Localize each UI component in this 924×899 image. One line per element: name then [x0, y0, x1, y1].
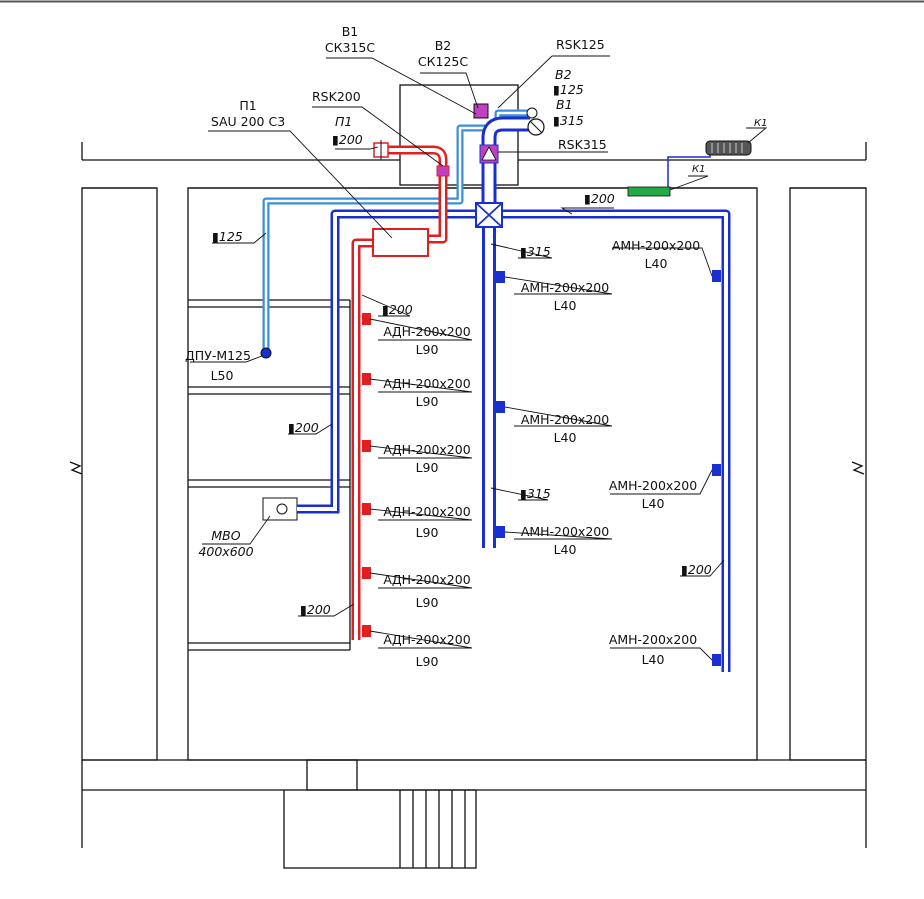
- dpu-diffuser-icon: [260, 347, 272, 359]
- amn-label: АМН-200x200: [609, 632, 697, 647]
- k1-outdoor-unit-icon: [705, 140, 752, 156]
- k1-indoor-unit-icon: [627, 186, 671, 197]
- label-d200-right: ▮200: [681, 562, 712, 577]
- adn-grille-icon: [362, 503, 371, 515]
- supply-duct-p1: [351, 140, 450, 640]
- amn-grille-icon: [496, 401, 505, 413]
- adn-length: L90: [416, 654, 439, 669]
- label-b2-valve: СК125С: [418, 54, 468, 69]
- label-b1-valve: СК315С: [325, 40, 375, 55]
- adn-label: АДН-200x200: [383, 504, 470, 519]
- label-d125-top: ▮125: [553, 82, 584, 97]
- adn-grille-icon: [362, 567, 371, 579]
- amn-label: АМН-200x200: [521, 280, 609, 295]
- adn-length: L90: [416, 595, 439, 610]
- valve-b2-icon: [473, 103, 489, 119]
- label-b1-small: В1: [556, 97, 573, 112]
- b2-outlet-icon: [526, 107, 538, 119]
- amn-label: АМН-200x200: [521, 524, 609, 539]
- label-p1: П1: [239, 98, 256, 113]
- labels: В1 СК315С В2 СК125С RSK125 В2 ▮125 В1 ▮3…: [185, 24, 767, 669]
- amn-length: L40: [554, 298, 577, 313]
- amn-length: L40: [554, 542, 577, 557]
- label-k1-top: К1: [754, 118, 767, 129]
- label-rsk125: RSK125: [556, 37, 605, 52]
- adn-label: АДН-200x200: [383, 376, 470, 391]
- label-k1-mid: К1: [692, 164, 705, 175]
- label-b2-small: В2: [555, 67, 572, 82]
- label-d125-left: ▮125: [212, 229, 243, 244]
- adn-length: L90: [416, 525, 439, 540]
- adn-label: АДН-200x200: [383, 632, 470, 647]
- label-rsk200: RSK200: [312, 89, 361, 104]
- adn-grille-icon: [362, 373, 371, 385]
- label-b2: В2: [435, 38, 452, 53]
- label-d200-red-low: ▮200: [300, 602, 331, 617]
- amn-label: АМН-200x200: [612, 238, 700, 253]
- label-d200-topright: ▮200: [584, 191, 615, 206]
- adn-grille-icon: [362, 313, 371, 325]
- amn-label: АМН-200x200: [521, 412, 609, 427]
- amn-grille-icon: [496, 526, 505, 538]
- adn-label: АДН-200x200: [383, 572, 470, 587]
- ac-k1: [627, 140, 752, 197]
- label-b1: В1: [342, 24, 359, 39]
- building-walls: [69, 84, 867, 869]
- label-p1-small: П1: [335, 114, 352, 129]
- label-d315-top: ▮315: [553, 113, 584, 128]
- adn-grille-icon: [362, 625, 371, 637]
- label-dpu: ДПУ-М125: [185, 348, 251, 363]
- label-d200-p1: ▮200: [332, 132, 363, 147]
- exhaust-duct-b2: [260, 103, 538, 359]
- amn-label: АМН-200x200: [609, 478, 697, 493]
- amn-grille-icon: [496, 271, 505, 283]
- adn-length: L90: [416, 394, 439, 409]
- exhaust-duct-b1: [262, 116, 731, 672]
- amn-length: L40: [642, 496, 665, 511]
- amn-grille-icon: [712, 270, 721, 282]
- label-mvo: МВО: [211, 528, 240, 543]
- amn-grille-icon: [712, 654, 721, 666]
- label-d315-b: ▮315: [520, 486, 551, 501]
- adn-label: АДН-200x200: [383, 442, 470, 457]
- leader-lines: [190, 55, 768, 661]
- adn-grille-icon: [362, 440, 371, 452]
- label-rsk315: RSK315: [558, 137, 607, 152]
- amn-length: L40: [645, 256, 668, 271]
- sau-unit-icon: [372, 228, 429, 257]
- label-d315-a: ▮315: [520, 244, 551, 259]
- adn-length: L90: [416, 342, 439, 357]
- rsk200-icon: [436, 165, 450, 177]
- label-d200-blue-left: ▮200: [288, 420, 319, 435]
- label-d200-red: ▮200: [382, 302, 413, 317]
- amn-grille-icon: [712, 464, 721, 476]
- label-p1-unit: SAU 200 C3: [211, 114, 285, 129]
- adn-length: L90: [416, 460, 439, 475]
- label-dpu-len: L50: [211, 368, 234, 383]
- adn-label: АДН-200x200: [383, 324, 470, 339]
- amn-length: L40: [554, 430, 577, 445]
- amn-length: L40: [642, 652, 665, 667]
- label-mvo-size: 400x600: [198, 544, 253, 559]
